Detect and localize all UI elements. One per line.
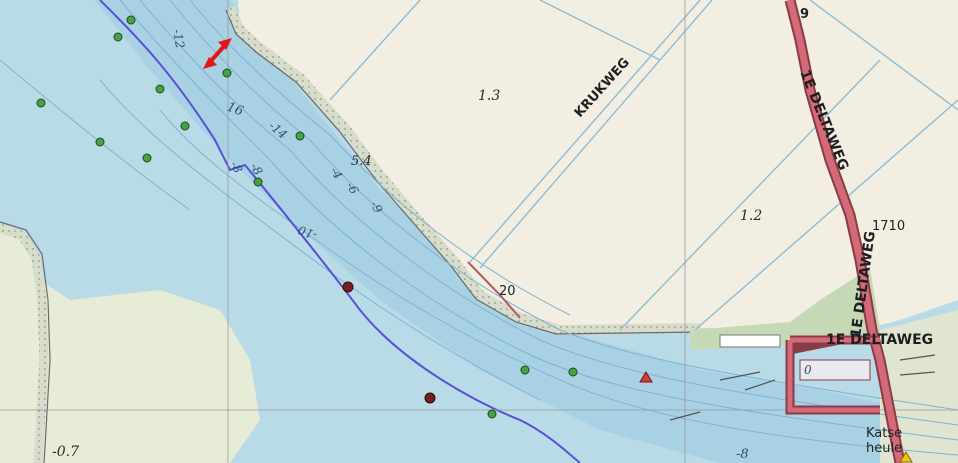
grass-area: [690, 268, 880, 350]
depth-label-11: -8: [736, 447, 749, 462]
green-buoy-icon: [568, 367, 578, 377]
elevation-label-2: 1.2: [740, 208, 762, 224]
depth-label-10: 0: [804, 363, 812, 377]
green-buoy-icon: [142, 153, 152, 163]
west-dike-edge: [0, 221, 51, 463]
dike-edge: [225, 9, 701, 335]
green-buoy-icon: [487, 409, 497, 419]
green-buoy-icon: [520, 365, 530, 375]
dark-red-marker-icon: [342, 281, 354, 293]
depth-label-8: -10: [296, 222, 319, 242]
west-dike: [0, 223, 49, 463]
elevation-label-6: -0.7: [52, 444, 79, 460]
elevation-label-4: 20: [499, 284, 516, 299]
buoys: [36, 15, 578, 419]
red-triangle-icon: [639, 371, 653, 383]
road-label-deltaweg-east: 1E DELTAWEG: [826, 332, 933, 348]
green-buoy-icon: [295, 131, 305, 141]
dike: [225, 5, 701, 336]
green-buoy-icon: [95, 137, 105, 147]
green-buoy-icon: [113, 32, 123, 42]
polder-land: [238, 0, 958, 330]
green-buoy-icon: [180, 121, 190, 131]
red-double-arrow-icon[interactable]: [203, 38, 232, 69]
depth-label-2: 16: [225, 100, 246, 120]
elevation-label-3: 5.4: [351, 154, 372, 169]
shore-land-west: [0, 225, 260, 463]
shore-land-east: [880, 310, 958, 463]
green-buoy-icon: [126, 15, 136, 25]
yellow-triangle-icon: [899, 451, 913, 463]
green-buoy-icon: [36, 98, 46, 108]
depth-label-1: -12: [170, 28, 187, 49]
green-buoy-icon: [253, 177, 263, 187]
place-label-heule: heule: [866, 441, 902, 456]
elevation-label-5: 1710: [872, 219, 905, 234]
place-label-katse: Katse: [866, 426, 902, 441]
harbour-building: [719, 334, 781, 348]
krukweg-road: [467, 261, 521, 319]
field-boundaries: [329, 0, 958, 331]
harbour-structures: [669, 354, 936, 421]
deltaweg-road: [784, 0, 906, 463]
channel-deep-water: [95, 0, 958, 463]
dark-red-marker-icon: [424, 392, 436, 404]
elevation-label-1: 1.3: [478, 88, 500, 104]
green-buoy-icon: [155, 84, 165, 94]
green-buoy-icon: [222, 68, 232, 78]
route-number-label: 9: [800, 7, 809, 22]
